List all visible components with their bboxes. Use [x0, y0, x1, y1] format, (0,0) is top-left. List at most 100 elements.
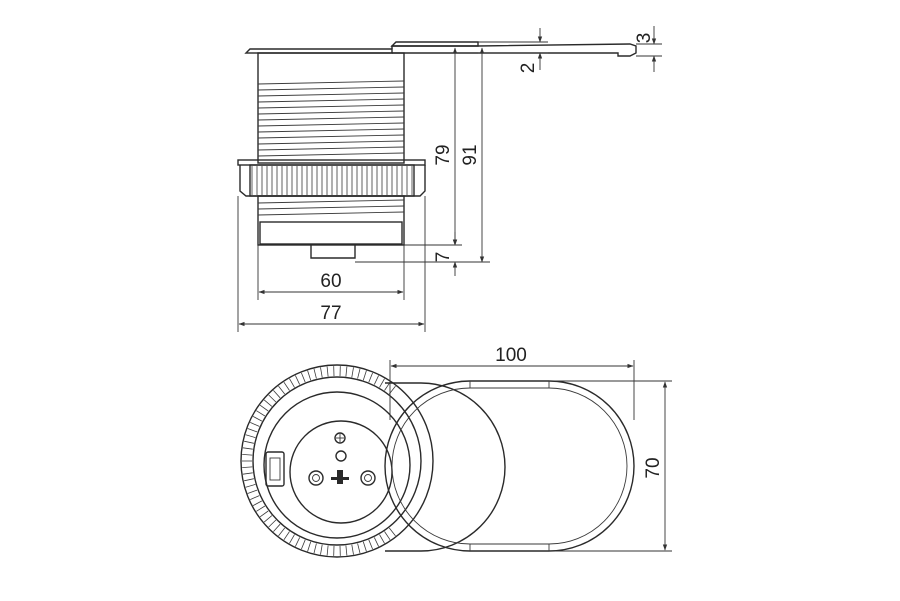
lower-body	[257, 195, 405, 246]
side-view	[237, 41, 637, 259]
hatch-line	[313, 543, 317, 554]
dim-top-length: 100	[495, 345, 527, 366]
hatch-line	[362, 370, 367, 381]
hatch-line	[247, 428, 258, 433]
hatch-line	[257, 80, 405, 85]
hatch-line	[242, 472, 253, 475]
hatch-line	[257, 92, 405, 97]
hatch-line	[256, 410, 266, 417]
hatch-line	[307, 370, 312, 381]
top-view	[240, 364, 635, 558]
hatch-line	[295, 375, 301, 385]
hatch-line	[256, 505, 266, 512]
hatch-line	[257, 211, 405, 216]
dim-top-width: 70	[643, 457, 664, 478]
hatch-line	[345, 366, 348, 377]
hatch-line	[245, 484, 256, 488]
dim-plug-protrusion: 7	[433, 252, 454, 263]
flip-lid-top[interactable]	[384, 380, 635, 552]
dim-flange-diameter: 77	[320, 303, 341, 324]
hatch-line	[362, 541, 367, 552]
hatch-line	[263, 515, 273, 523]
hatch-line	[268, 394, 277, 403]
hatch-line	[379, 378, 385, 388]
hatch-line	[244, 478, 254, 482]
usb-port[interactable]	[265, 451, 285, 487]
hatch-line	[313, 368, 317, 379]
hatch-line	[259, 510, 269, 518]
hatch-line	[242, 454, 253, 456]
hatch-line	[320, 367, 323, 378]
hatch-line	[307, 541, 312, 552]
hatch-line	[244, 440, 254, 444]
hatch-line	[250, 495, 260, 500]
hatch-line	[259, 404, 269, 412]
hatch-line	[351, 544, 354, 555]
hatch-line	[257, 152, 405, 157]
hatch-line	[242, 447, 253, 450]
hatch-line	[257, 146, 405, 151]
hatch-line	[295, 537, 301, 547]
nut-knurling	[251, 166, 413, 195]
hatch-line	[345, 545, 348, 556]
hatch-line	[257, 122, 405, 127]
hatch-line	[273, 390, 281, 399]
hatch-line	[351, 367, 354, 378]
hatch-line	[326, 366, 329, 377]
earth-pin-icon	[335, 450, 347, 462]
hatch-line	[289, 534, 295, 544]
dim-body-height: 79	[433, 144, 454, 165]
side-dimensions: 3 2 79 91 7 60 77	[237, 26, 662, 332]
dim-flap-thickness: 3	[634, 33, 655, 44]
flip-lid	[391, 43, 637, 57]
hatch-line	[268, 519, 277, 528]
hatch-line	[252, 500, 263, 506]
hatch-line	[368, 372, 373, 383]
socket-face	[263, 391, 411, 539]
hatch-line	[283, 531, 290, 541]
hatch-line	[384, 531, 391, 541]
hatch-line	[301, 539, 306, 550]
hatch-line	[263, 399, 273, 407]
hatch-line	[257, 116, 405, 121]
hatch-line	[273, 523, 281, 532]
hatch-line	[368, 539, 373, 550]
hatch-line	[357, 543, 361, 554]
hatch-line	[373, 537, 379, 547]
hatch-line	[257, 104, 405, 109]
hatch-line	[257, 205, 405, 210]
hatch-line	[320, 544, 323, 555]
hatch-line	[257, 128, 405, 133]
hatch-line	[252, 416, 263, 422]
hatch-line	[257, 134, 405, 139]
dim-total-height: 91	[460, 144, 481, 165]
hatch-line	[242, 466, 253, 468]
hatch-line	[247, 489, 258, 494]
hatch-line	[257, 86, 405, 91]
earth-symbol-icon	[334, 432, 346, 444]
hatch-line	[245, 434, 256, 438]
hatch-line	[257, 140, 405, 145]
hatch-line	[283, 381, 290, 391]
hatch-line	[326, 545, 329, 556]
socket-hole-left	[308, 470, 324, 486]
ring-knurling	[242, 366, 396, 556]
plug-bottom	[310, 245, 356, 259]
hatch-line	[388, 527, 396, 537]
hatch-line	[257, 110, 405, 115]
socket-hole-right	[360, 470, 376, 486]
hatch-line	[257, 199, 405, 204]
lower-thread-lines	[257, 199, 405, 216]
hatch-line	[289, 378, 295, 388]
hatch-line	[379, 534, 385, 544]
dim-flange-thickness: 2	[518, 63, 539, 74]
hatch-line	[278, 385, 286, 395]
hatch-line	[257, 98, 405, 103]
hatch-line	[250, 422, 260, 427]
hatch-line	[301, 372, 306, 383]
thread-lines	[257, 80, 405, 157]
dim-body-diameter: 60	[320, 271, 341, 292]
hatch-line	[357, 368, 361, 379]
hatch-line	[373, 375, 379, 385]
